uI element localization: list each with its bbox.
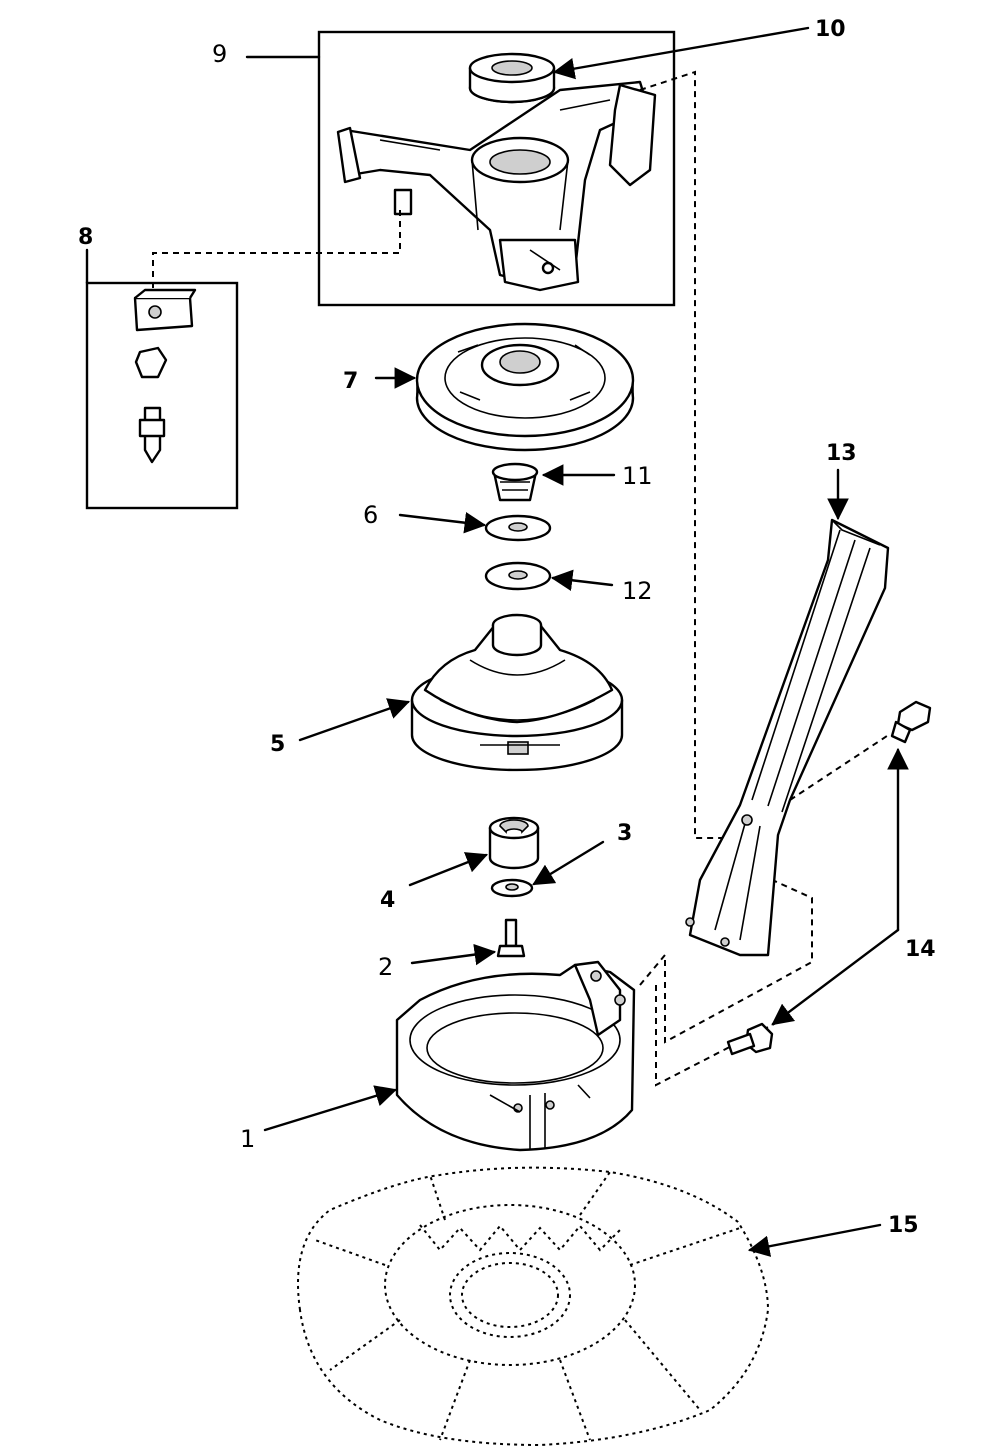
bushing-part [488, 816, 540, 870]
washer-6-part [484, 514, 552, 542]
leader-1 [263, 1085, 398, 1132]
callout-14: 14 [905, 937, 936, 962]
spider-hub-part [336, 80, 657, 292]
strut-leg-part [685, 518, 890, 957]
callout-12: 12 [622, 577, 653, 605]
callout-15: 15 [888, 1213, 919, 1238]
callout-2: 2 [378, 953, 393, 981]
leader-4 [408, 852, 489, 887]
callout-5: 5 [270, 732, 285, 757]
callout-8: 8 [78, 225, 93, 250]
mount-hardware-part [133, 288, 197, 464]
tub-part-dotted [297, 1166, 770, 1447]
dashed-guide-spider-to-mount [152, 210, 401, 300]
callout-11: 11 [622, 462, 653, 490]
washer-12-part [484, 561, 552, 591]
callout-10: 10 [815, 17, 846, 42]
leader-3 [532, 840, 605, 886]
leader-5 [298, 698, 411, 742]
pulley-part [415, 322, 635, 452]
leader-15 [747, 1223, 882, 1257]
bolt-14-bottom-part [726, 1022, 774, 1056]
spring-cap-part [491, 462, 539, 502]
callout-7: 7 [343, 369, 358, 394]
housing-part [410, 613, 624, 772]
callout-6: 6 [363, 501, 378, 529]
callout-1: 1 [240, 1125, 255, 1153]
callout-4: 4 [380, 888, 395, 913]
leader-2 [410, 943, 497, 966]
bolt-2-part [496, 918, 526, 958]
leader-12 [550, 569, 614, 592]
callout-9: 9 [212, 40, 227, 68]
leader-14-down [771, 928, 900, 1026]
part-8-box [85, 281, 239, 510]
dashed-guide-hub-to-strut [639, 70, 740, 839]
washer-3-part [490, 878, 534, 898]
callout-3: 3 [617, 821, 632, 846]
dashed-guide-strut-to-bolt [789, 733, 891, 801]
leader-6 [398, 511, 487, 534]
callout-13: 13 [826, 441, 857, 466]
bolt-14-top-part [890, 700, 932, 744]
part-9-box [317, 30, 676, 307]
leader-10 [552, 26, 810, 80]
base-pan-part [395, 960, 636, 1152]
bearing-part [468, 52, 556, 104]
